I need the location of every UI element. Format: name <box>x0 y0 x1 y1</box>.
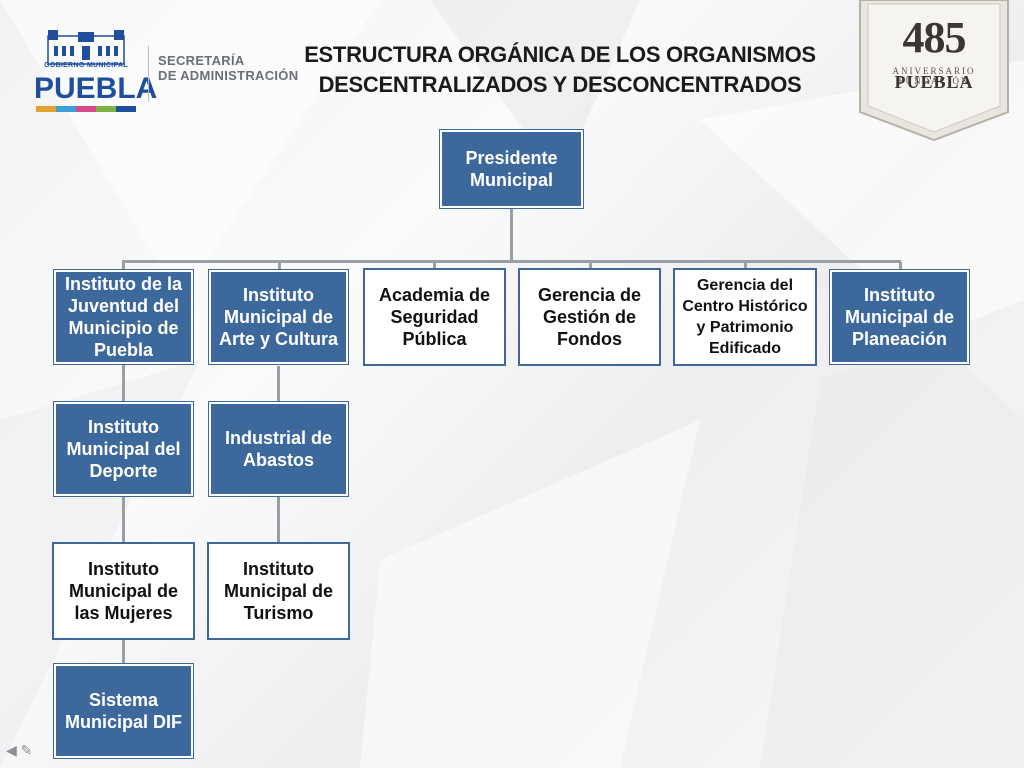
node-instituto-planeacion: Instituto Municipal de Planeación <box>830 270 969 364</box>
node-gerencia-centro-historico: Gerencia del Centro Histórico y Patrimon… <box>673 268 817 366</box>
badge-number: 485 <box>902 13 967 62</box>
brand-color-bar <box>36 106 136 112</box>
badge-city: PUEBLA <box>894 72 974 92</box>
node-instituto-mujeres: Instituto Municipal de las Mujeres <box>52 542 195 640</box>
header-divider <box>148 46 149 102</box>
anniversary-badge-icon <box>859 0 1009 142</box>
secretaria-label: SECRETARÍA DE ADMINISTRACIÓN <box>158 53 299 83</box>
node-instituto-turismo: Instituto Municipal de Turismo <box>207 542 350 640</box>
node-instituto-juventud: Instituto de la Juventud del Municipio d… <box>54 270 193 364</box>
slide-nav-icon[interactable]: ◀ ✎ <box>6 742 33 758</box>
puebla-wordmark: PUEBLA <box>34 72 158 105</box>
connector-root-down <box>510 208 513 262</box>
connector-col2 <box>278 262 281 270</box>
connector-col4 <box>589 262 592 270</box>
node-academia-seguridad: Academia de Seguridad Pública <box>363 268 506 366</box>
badge-subtitle: ANIVERSARIO FUNDACIÓN <box>892 66 976 86</box>
puebla-logo-icon <box>47 30 125 65</box>
connector-horizontal <box>122 260 901 263</box>
connector-col3 <box>433 262 436 270</box>
node-industrial-abastos: Industrial de Abastos <box>209 402 348 496</box>
node-instituto-deporte: Instituto Municipal del Deporte <box>54 402 193 496</box>
connector-col1 <box>122 262 125 270</box>
node-presidente-municipal: Presidente Municipal <box>440 130 583 208</box>
node-sistema-dif: Sistema Municipal DIF <box>54 664 193 758</box>
connector-col6 <box>899 262 902 270</box>
node-gerencia-fondos: Gerencia de Gestión de Fondos <box>518 268 661 366</box>
page-title: ESTRUCTURA ORGÁNICA DE LOS ORGANISMOS DE… <box>304 42 816 97</box>
connector-col5 <box>744 262 747 270</box>
connector-col1-vertical <box>122 364 125 664</box>
gobierno-municipal-label: GOBIERNO MUNICIPAL <box>44 62 128 69</box>
node-instituto-arte-cultura: Instituto Municipal de Arte y Cultura <box>209 270 348 364</box>
